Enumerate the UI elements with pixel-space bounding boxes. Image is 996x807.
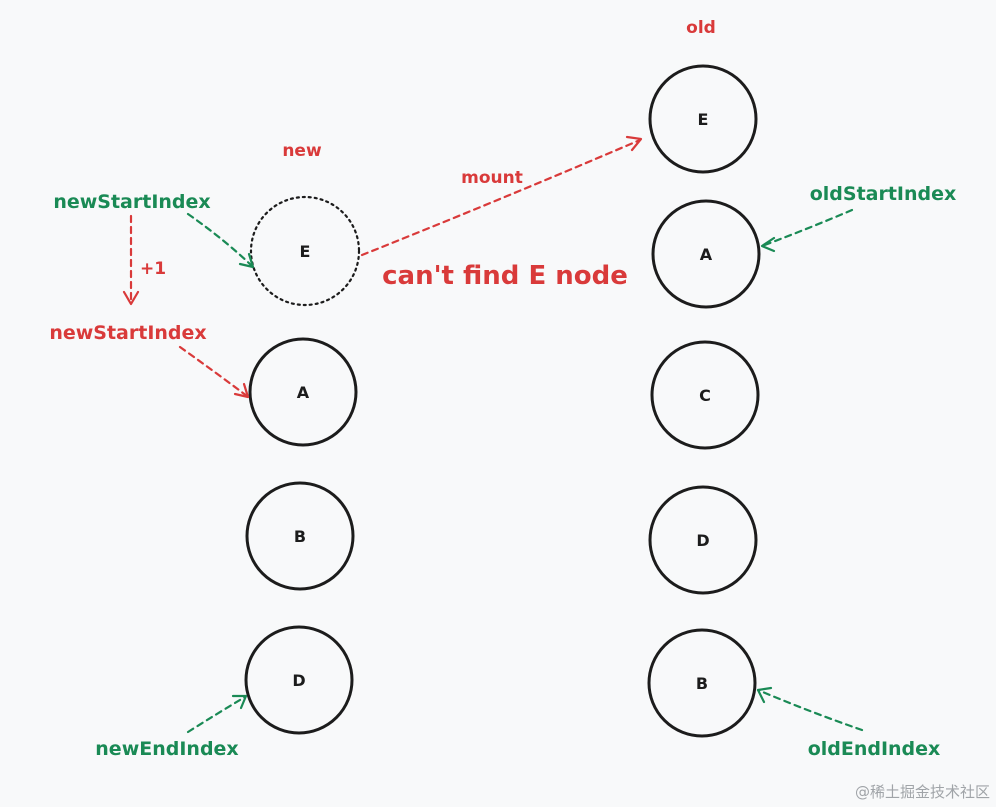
old-node-a: A xyxy=(651,199,761,309)
new-node-a-label: A xyxy=(297,383,310,402)
new-node-e: E xyxy=(249,195,361,307)
old-node-e-label: E xyxy=(698,110,709,129)
mount-label: mount xyxy=(461,168,523,188)
arrow-new-start-next-to-a xyxy=(178,345,250,399)
old-end-index-label: oldEndIndex xyxy=(808,738,941,760)
arrow-mount xyxy=(360,135,643,257)
new-node-e-label: E xyxy=(300,242,311,261)
old-column-title: old xyxy=(686,18,716,38)
new-end-index-label: newEndIndex xyxy=(95,738,238,760)
arrow-old-start-to-a xyxy=(760,208,854,253)
new-node-a: A xyxy=(248,337,358,447)
old-node-d-label: D xyxy=(696,531,709,550)
new-node-d-label: D xyxy=(292,671,305,690)
old-node-e: E xyxy=(648,64,758,174)
cant-find-message: can't find E node xyxy=(382,261,628,291)
arrow-new-start-to-e xyxy=(186,212,255,269)
increment-label: +1 xyxy=(140,259,166,279)
arrow-increment xyxy=(122,214,140,306)
new-node-d: D xyxy=(244,625,354,735)
old-node-b: B xyxy=(647,628,757,738)
old-node-c: C xyxy=(650,340,760,450)
old-start-index-label: oldStartIndex xyxy=(810,183,957,205)
new-start-index-label: newStartIndex xyxy=(53,191,210,213)
old-node-a-label: A xyxy=(700,245,713,264)
old-node-b-label: B xyxy=(696,674,708,693)
old-node-d: D xyxy=(648,485,758,595)
old-node-c-label: C xyxy=(699,386,711,405)
new-node-b-label: B xyxy=(294,527,306,546)
arrow-old-end-to-b xyxy=(756,686,864,732)
new-start-index-next-label: newStartIndex xyxy=(49,322,206,344)
watermark: @稀土掘金技术社区 xyxy=(855,783,990,801)
arrow-new-end-to-d xyxy=(186,694,248,734)
new-node-b: B xyxy=(245,481,355,591)
new-column-title: new xyxy=(282,141,322,161)
